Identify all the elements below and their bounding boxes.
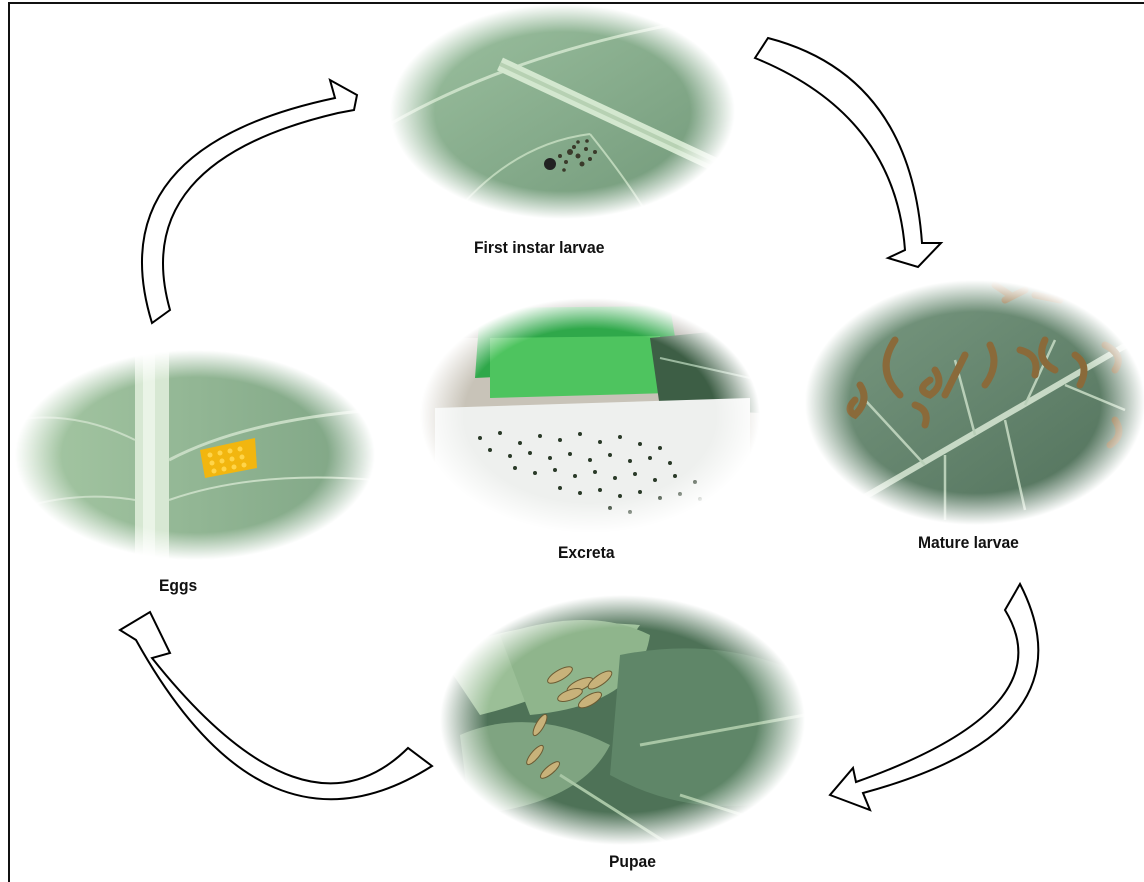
- excreta-photo: [420, 298, 760, 533]
- label-excreta: Excreta: [558, 543, 615, 563]
- arrow-pupae-to-eggs-icon: [120, 612, 432, 799]
- label-eggs: Eggs: [159, 576, 197, 596]
- label-mature-larvae: Mature larvae: [918, 533, 1019, 553]
- mature-larvae-photo: [805, 280, 1144, 525]
- arrow-eggs-to-first-icon: [142, 80, 357, 323]
- pupae-photo: [440, 595, 805, 845]
- first-instar-photo: [390, 4, 735, 219]
- label-first-instar-larvae: First instar larvae: [474, 238, 604, 258]
- eggs-photo: [15, 350, 375, 560]
- arrow-first-to-mature-icon: [755, 38, 941, 267]
- label-pupae: Pupae: [609, 852, 656, 872]
- arrow-mature-to-pupae-icon: [830, 584, 1038, 810]
